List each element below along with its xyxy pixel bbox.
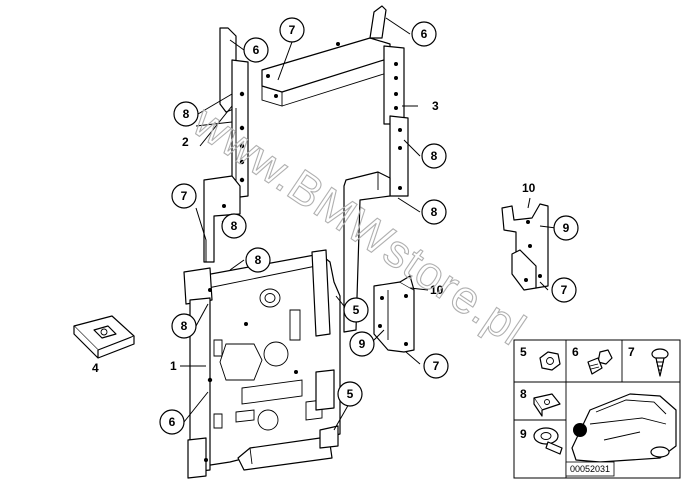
label-part-10-mid: 10: [430, 283, 444, 297]
main-mounting-panel: [183, 249, 341, 479]
label-part-3: 3: [432, 99, 439, 113]
legend-label-8: 8: [520, 387, 527, 401]
svg-text:9: 9: [359, 337, 366, 351]
svg-text:7: 7: [561, 283, 568, 297]
svg-text:9: 9: [563, 221, 570, 235]
svg-text:8: 8: [231, 219, 238, 233]
label-part-1: 1: [170, 359, 177, 373]
reference-number: 00052031: [570, 464, 610, 474]
svg-text:8: 8: [255, 253, 262, 267]
clip-part-4: [73, 315, 135, 359]
screw-icon: [651, 348, 669, 377]
callout-7-mid: 7: [423, 353, 449, 379]
svg-text:8: 8: [431, 205, 438, 219]
svg-text:8: 8: [431, 149, 438, 163]
car-location-illustration: [571, 393, 677, 463]
callout-5-bottom: 5: [337, 381, 363, 407]
legend-label-5: 5: [520, 345, 527, 359]
hex-bolt-icon: [587, 349, 613, 375]
svg-text:8: 8: [181, 319, 188, 333]
right-side-bracket: [501, 203, 549, 291]
callout-8-f: 8: [171, 313, 197, 339]
callout-6-top-left: 6: [243, 37, 269, 63]
svg-text:7: 7: [289, 23, 296, 37]
svg-text:7: 7: [181, 189, 188, 203]
middle-bracket: [373, 275, 415, 353]
label-part-4: 4: [92, 361, 99, 375]
hardware-legend: 5 6 7 8 9: [513, 339, 681, 479]
legend-label-9: 9: [520, 427, 527, 441]
svg-text:5: 5: [347, 387, 354, 401]
svg-text:6: 6: [421, 27, 428, 41]
callout-7-top: 7: [279, 17, 305, 43]
callout-7-right: 7: [551, 277, 577, 303]
callout-8-c: 8: [421, 199, 447, 225]
label-part-10-right: 10: [522, 181, 536, 195]
expanding-rivet-icon: [533, 427, 563, 455]
callout-8-d: 8: [221, 213, 247, 239]
callout-8-a: 8: [173, 101, 199, 127]
svg-text:6: 6: [169, 415, 176, 429]
clip-nut-icon: [533, 393, 561, 417]
callout-9-right: 9: [553, 215, 579, 241]
legend-label-7: 7: [628, 345, 635, 359]
hex-nut-icon: [539, 351, 561, 371]
label-part-2: 2: [182, 135, 189, 149]
svg-text:7: 7: [433, 359, 440, 373]
callout-5-mid: 5: [343, 297, 369, 323]
callout-7-left: 7: [171, 183, 197, 209]
svg-text:5: 5: [353, 303, 360, 317]
svg-text:8: 8: [183, 107, 190, 121]
callout-8-e: 8: [245, 247, 271, 273]
svg-text:6: 6: [253, 43, 260, 57]
callout-6-bottom: 6: [159, 409, 185, 435]
legend-label-6: 6: [572, 345, 579, 359]
callout-6-top-right: 6: [411, 21, 437, 47]
callout-9-mid: 9: [349, 331, 375, 357]
callout-8-b: 8: [421, 143, 447, 169]
upper-frame-bracket: [203, 5, 409, 333]
